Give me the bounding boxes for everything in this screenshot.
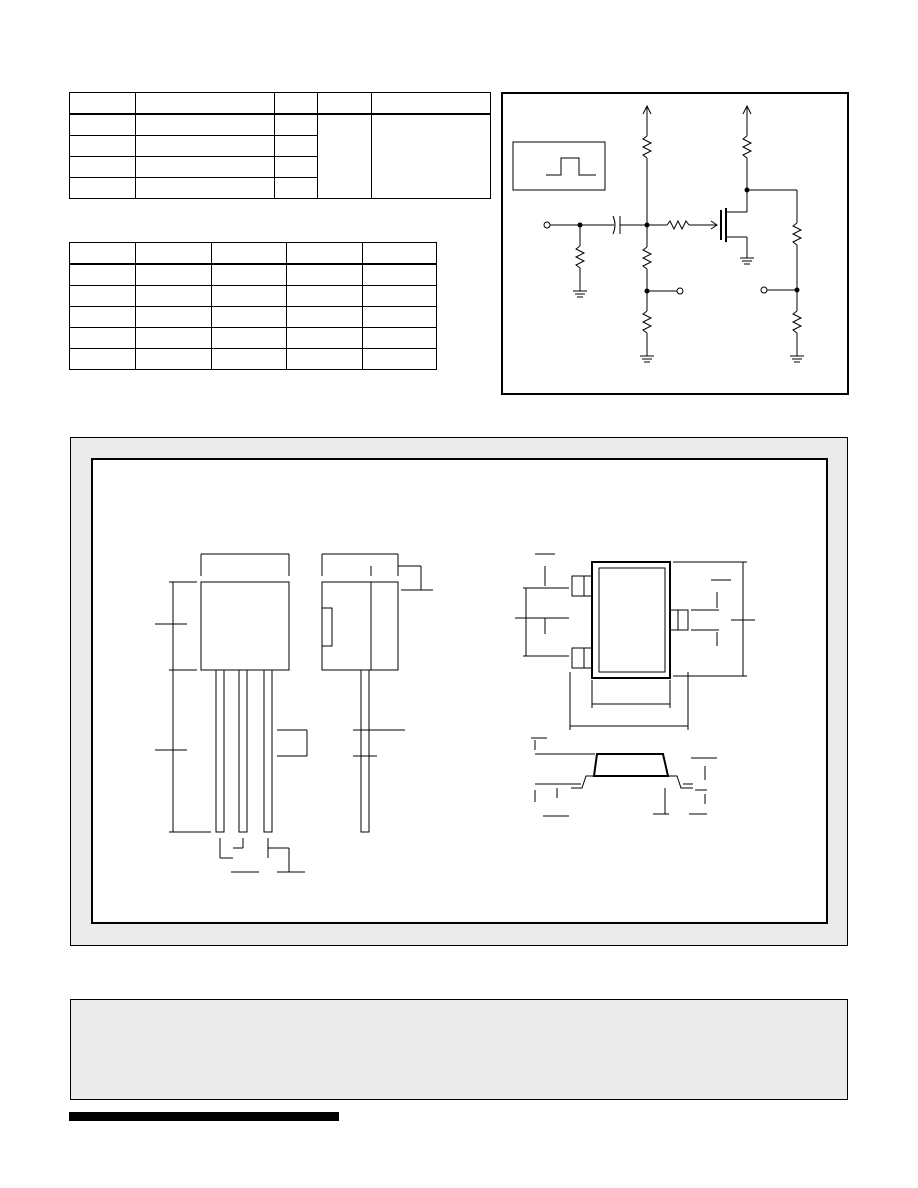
table-row	[69, 327, 437, 349]
supply-arrow-icon	[642, 104, 652, 136]
table-2	[69, 242, 437, 370]
table-row	[69, 348, 437, 370]
footer-bar	[69, 1112, 339, 1121]
table-row	[69, 306, 437, 328]
table-cell	[273, 156, 319, 178]
table-cell	[210, 306, 288, 328]
table-row	[69, 135, 491, 157]
table-cell	[134, 348, 212, 370]
table-1	[69, 92, 491, 199]
table-cell	[134, 327, 212, 349]
table-cell	[362, 327, 437, 349]
table-2-header-cell	[286, 242, 364, 265]
table-cell	[134, 177, 275, 199]
table-cell	[69, 135, 136, 157]
ground-icon	[640, 355, 654, 363]
package-outline-frame	[91, 458, 828, 924]
ground-icon	[740, 257, 754, 265]
resistor-icon	[666, 219, 690, 231]
table-cell	[286, 285, 364, 307]
resistor-icon	[574, 245, 586, 269]
table-cell	[362, 306, 437, 328]
table-cell	[362, 348, 437, 370]
table-cell	[286, 306, 364, 328]
table-2-header-cell	[69, 242, 136, 265]
pulse-input-icon	[512, 141, 606, 191]
table-cell	[69, 348, 136, 370]
table-cell	[69, 177, 136, 199]
sot-side-view	[531, 737, 717, 817]
table-1-header-cell	[371, 92, 491, 115]
table-1-header-row	[69, 92, 491, 115]
ground-icon	[573, 290, 587, 298]
ground-icon	[790, 355, 804, 363]
table-cell	[273, 135, 319, 157]
table-row	[69, 177, 491, 199]
resistor-icon	[791, 222, 803, 246]
table-cell-merged	[317, 113, 373, 199]
table-cell	[69, 156, 136, 178]
fet-icon	[710, 208, 747, 242]
table-1-header-cell	[69, 92, 136, 115]
resistor-icon	[791, 310, 803, 334]
table-cell	[273, 177, 319, 199]
table-cell	[286, 263, 364, 286]
table-2-header-row	[69, 242, 437, 265]
table-cell	[69, 263, 136, 286]
table-cell	[134, 306, 212, 328]
table-cell	[69, 113, 136, 136]
output-terminal-icon	[676, 287, 684, 295]
table-cell	[69, 327, 136, 349]
table-cell	[362, 263, 437, 286]
table-cell	[210, 285, 288, 307]
table-row	[69, 285, 437, 307]
input-terminal-icon	[543, 221, 551, 229]
table-cell	[134, 156, 275, 178]
table-cell	[286, 327, 364, 349]
table-1-header-cell	[317, 92, 373, 115]
table-cell	[69, 306, 136, 328]
table-1-header-cell	[134, 92, 275, 115]
output-terminal-icon	[760, 286, 768, 294]
table-2-header-cell	[134, 242, 212, 265]
table-2-header-cell	[210, 242, 288, 265]
table-row	[69, 263, 437, 286]
sot-top-view	[515, 553, 755, 730]
table-cell	[134, 263, 212, 286]
table-1-header-cell	[273, 92, 319, 115]
table-cell	[134, 113, 275, 136]
table-cell-merged	[371, 113, 491, 199]
table-cell	[362, 285, 437, 307]
table-cell	[210, 327, 288, 349]
table-2-header-cell	[362, 242, 437, 265]
package-drawings	[155, 553, 755, 873]
test-circuit-diagram	[512, 104, 804, 363]
table-row	[69, 113, 491, 199]
resistor-icon	[641, 246, 653, 270]
table-cell	[210, 263, 288, 286]
table-cell	[69, 285, 136, 307]
resistor-icon	[641, 310, 653, 334]
to92-front-view	[155, 553, 308, 873]
resistor-icon	[741, 135, 753, 159]
table-cell	[286, 348, 364, 370]
capacitor-icon	[612, 215, 621, 235]
supply-arrow-icon	[742, 104, 752, 136]
table-cell	[273, 113, 319, 136]
to92-side-view	[321, 553, 433, 833]
table-cell	[134, 135, 275, 157]
resistor-icon	[641, 135, 653, 159]
footer-panel	[70, 999, 848, 1100]
table-cell	[134, 285, 212, 307]
table-cell	[210, 348, 288, 370]
